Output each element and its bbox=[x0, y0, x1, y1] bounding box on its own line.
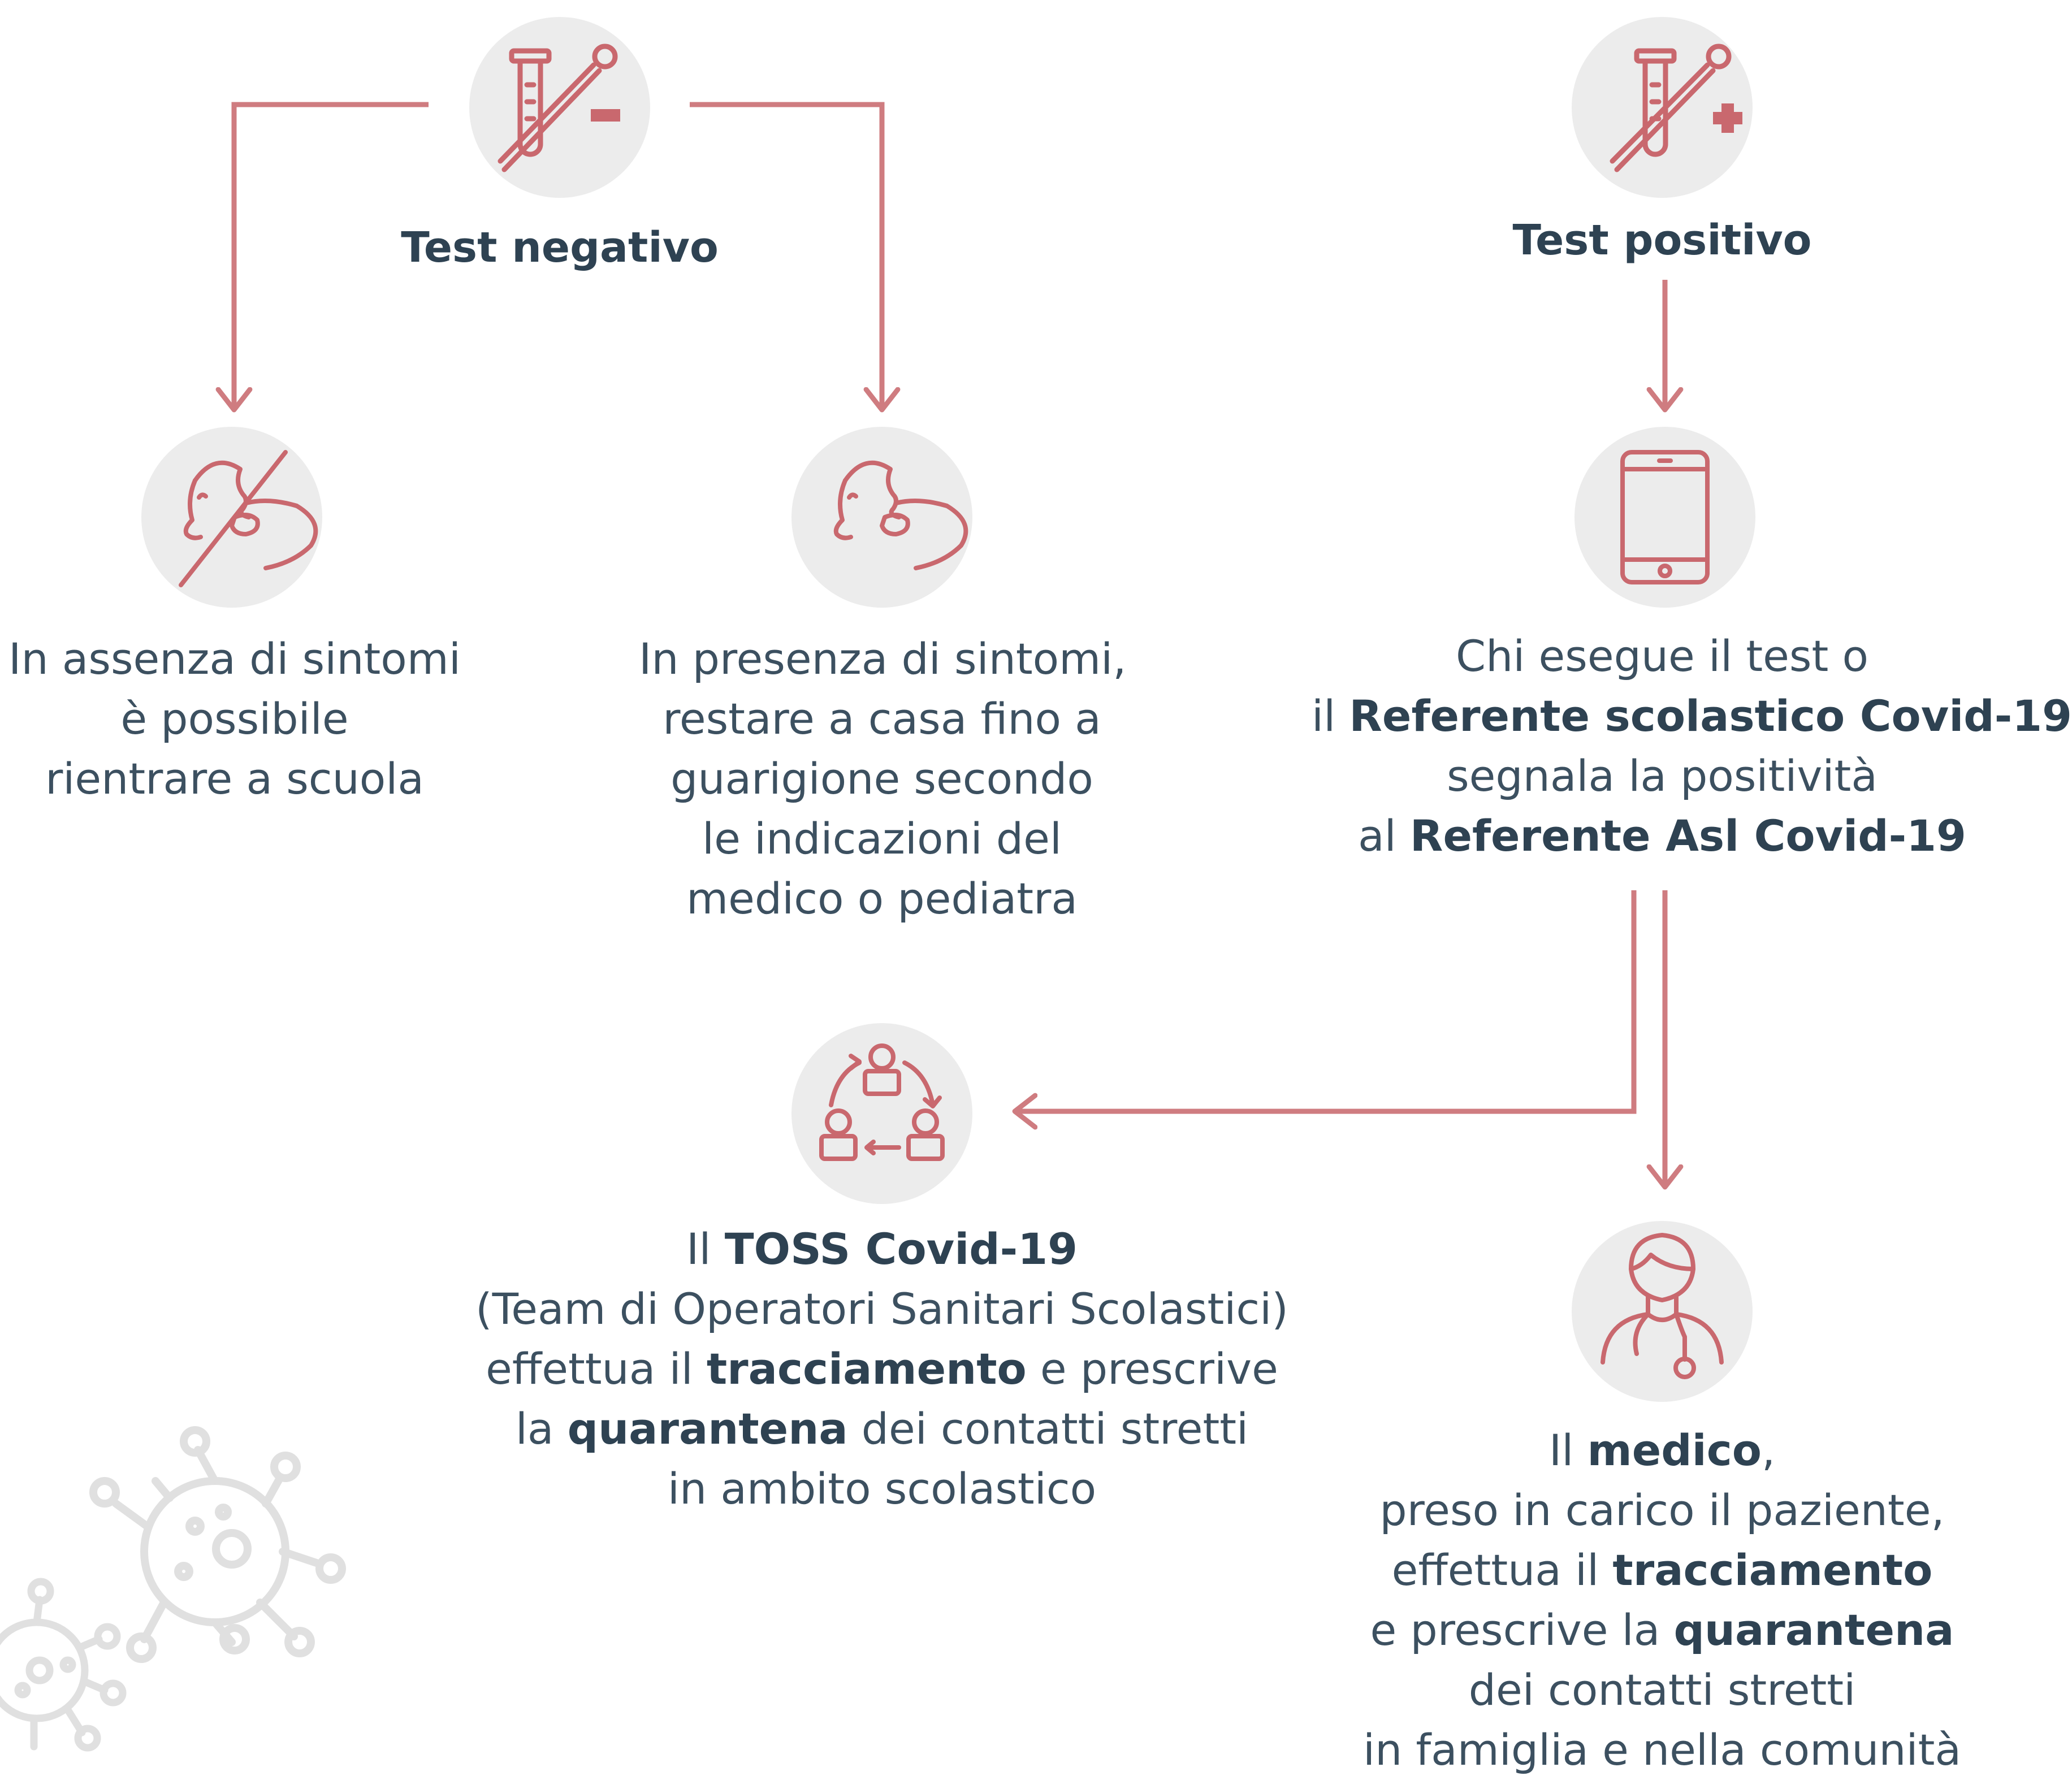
doctor-tracciamento: tracciamento bbox=[1612, 1545, 1933, 1595]
doctor-line: effettua il tracciamento bbox=[1391, 1545, 1933, 1595]
report-text: Chi esegue il test o il Referente scolas… bbox=[1312, 626, 2072, 866]
doctor-line: e prescrive la quarantena bbox=[1370, 1605, 1954, 1655]
virus-icon bbox=[89, 1426, 346, 1663]
report-line: il Referente scolastico Covid-19 bbox=[1312, 691, 2072, 741]
symptoms-text: In presenza di sintomi, restare a casa f… bbox=[639, 629, 1127, 929]
doctor-line: Il medico, bbox=[1548, 1425, 1776, 1475]
team-cycle-icon bbox=[791, 1023, 972, 1204]
report-line: al Referente Asl Covid-19 bbox=[1358, 811, 1966, 861]
symptoms-line: medico o pediatra bbox=[686, 873, 1078, 924]
test-positive-title: Test positivo bbox=[1512, 216, 1812, 265]
referente-scolastico: Referente scolastico Covid-19 bbox=[1349, 691, 2072, 741]
no-symptoms-text: In assenza di sintomi è possibile rientr… bbox=[0, 629, 469, 809]
doctor-line: in famiglia e nella comunità bbox=[1362, 1725, 1962, 1775]
arrow-negative-left bbox=[234, 102, 429, 410]
referente-asl: Referente Asl Covid-19 bbox=[1409, 811, 1966, 861]
doctor-line: preso in carico il paziente, bbox=[1379, 1485, 1945, 1535]
arrow-negative-right bbox=[690, 102, 882, 410]
doctor-line: dei contatti stretti bbox=[1468, 1665, 1856, 1715]
toss-line: in ambito scolastico bbox=[667, 1463, 1097, 1514]
toss-line: la quarantena dei contatti stretti bbox=[515, 1404, 1249, 1454]
arrow-to-toss bbox=[1015, 890, 1637, 1111]
symptoms-line: guarigione secondo bbox=[671, 753, 1093, 804]
no-symptoms-line: rientrare a scuola bbox=[45, 753, 424, 804]
toss-line: effettua il tracciamento e prescrive bbox=[486, 1344, 1278, 1394]
symptoms-line: le indicazioni del bbox=[702, 813, 1062, 864]
arrows bbox=[234, 102, 1665, 1187]
doctor-quarantena: quarantena bbox=[1673, 1605, 1954, 1655]
flow-diagram bbox=[0, 17, 1755, 1752]
toss-tracciamento: tracciamento bbox=[706, 1344, 1027, 1394]
no-symptoms-line: In assenza di sintomi bbox=[8, 634, 461, 684]
coughing-person-icon bbox=[791, 427, 972, 608]
doctor-medico: medico bbox=[1587, 1425, 1762, 1475]
toss-text: Il TOSS Covid-19 (Team di Operatori Sani… bbox=[452, 1219, 1312, 1519]
toss-quarantena: quarantena bbox=[567, 1404, 848, 1454]
report-line: Chi esegue il test o bbox=[1456, 631, 1868, 681]
symptoms-line: restare a casa fino a bbox=[663, 694, 1101, 744]
tablet-icon bbox=[1574, 427, 1755, 608]
toss-line: (Team di Operatori Sanitari Scolastici) bbox=[475, 1284, 1288, 1334]
virus-icon bbox=[0, 1578, 127, 1752]
no-symptoms-line: è possibile bbox=[120, 694, 349, 744]
symptoms-line: In presenza di sintomi, bbox=[639, 634, 1127, 684]
toss-name: TOSS Covid-19 bbox=[724, 1224, 1078, 1274]
test-tube-plus-icon bbox=[1572, 17, 1753, 198]
doctor-stethoscope-icon bbox=[1572, 1221, 1753, 1402]
doctor-text: Il medico, preso in carico il paziente, … bbox=[1317, 1420, 2007, 1780]
crossed-out-coughing-person-icon bbox=[141, 427, 322, 608]
test-negative-title: Test negativo bbox=[401, 223, 719, 272]
report-line: segnala la positività bbox=[1447, 751, 1878, 801]
toss-line: Il TOSS Covid-19 bbox=[686, 1224, 1078, 1274]
test-tube-minus-icon bbox=[469, 17, 650, 198]
